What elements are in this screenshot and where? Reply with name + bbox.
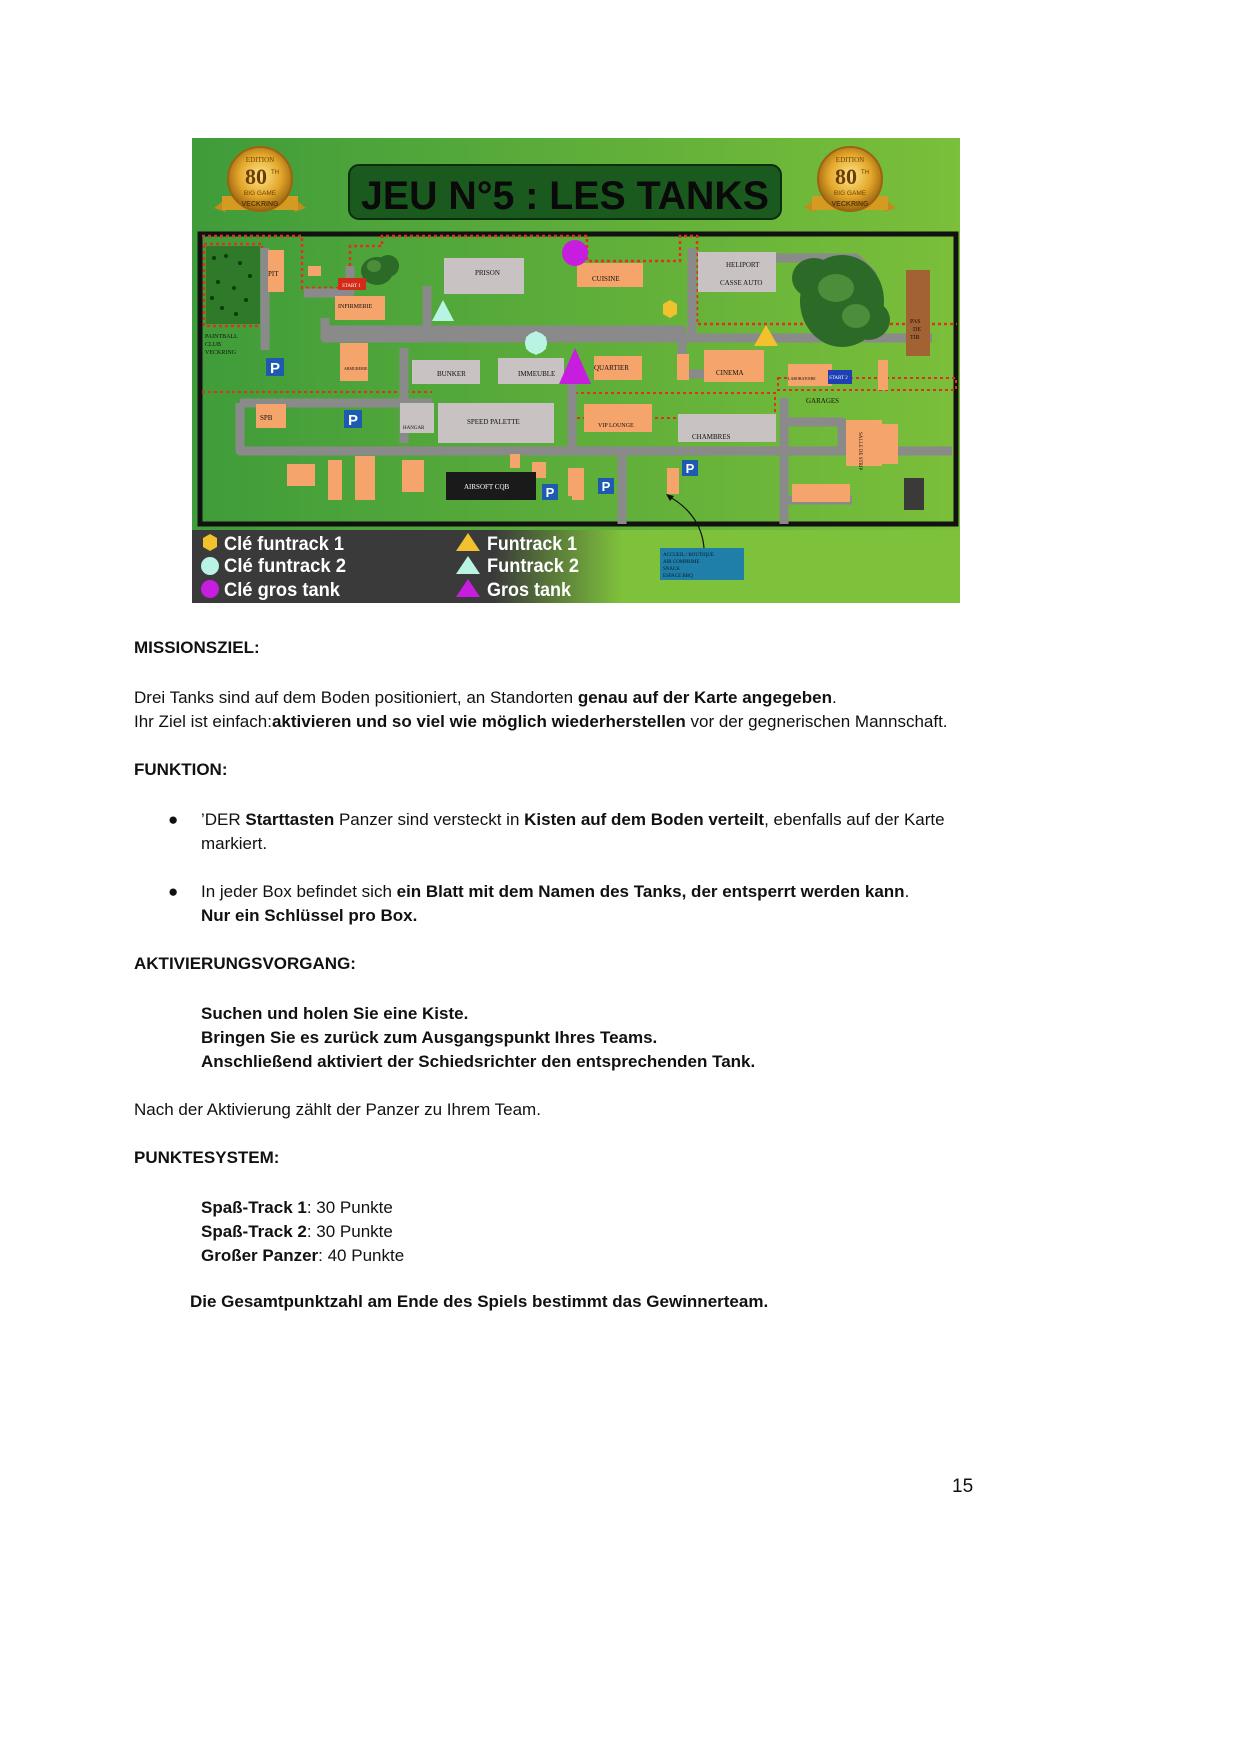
legend-key-gros-tank: Clé gros tank <box>224 580 340 601</box>
page-number: 15 <box>952 1476 974 1497</box>
legend-key-funtrack-1: Clé funtrack 1 <box>224 534 344 555</box>
svg-text:SPEED PALETTE: SPEED PALETTE <box>467 418 520 426</box>
svg-text:P: P <box>546 485 555 500</box>
svg-text:CASSE AUTO: CASSE AUTO <box>720 279 762 287</box>
svg-text:ARMURERIE: ARMURERIE <box>344 366 368 371</box>
svg-text:SPB: SPB <box>260 414 273 422</box>
edition-badge-right: EDITION 80 TH BIG GAME VECKRING <box>804 146 896 212</box>
svg-text:EDITION: EDITION <box>836 156 864 164</box>
funktion-bullet-2: ● In jeder Box befindet sich ein Blatt m… <box>168 882 910 925</box>
game-map: EDITION 80 TH BIG GAME VECKRING EDITION … <box>192 138 960 603</box>
aktivierung-note: Nach der Aktivierung zählt der Panzer zu… <box>134 1100 541 1119</box>
funtrack-1-marker <box>754 325 778 346</box>
svg-text:TH: TH <box>271 170 279 176</box>
gros-tank-marker <box>559 348 591 384</box>
svg-text:P: P <box>602 479 611 494</box>
legend-funtrack-2: Funtrack 2 <box>487 556 579 577</box>
document-body: MISSIONSZIEL: Drei Tanks sind auf dem Bo… <box>134 636 974 1338</box>
svg-text:PRISON: PRISON <box>475 269 500 277</box>
funktion-heading: FUNKTION: <box>134 760 228 779</box>
svg-text:LABORATOIRE: LABORATOIRE <box>788 376 816 381</box>
svg-text:VECKRING: VECKRING <box>832 201 870 208</box>
step: Anschließend aktiviert der Schiedsrichte… <box>201 1052 756 1071</box>
points-item: Großer Panzer: 40 Punkte <box>201 1246 405 1265</box>
svg-text:GARAGES: GARAGES <box>806 397 839 405</box>
gros-tank-key-marker <box>562 240 588 266</box>
svg-text:AIR COMPRIME: AIR COMPRIME <box>663 560 700 565</box>
missionsziel-heading: MISSIONSZIEL: <box>134 638 260 657</box>
svg-text:ESPACE BBQ: ESPACE BBQ <box>663 574 693 579</box>
svg-text:80: 80 <box>245 164 267 189</box>
points-item: Spaß-Track 1: 30 Punkte <box>201 1198 393 1217</box>
bullet-icon: ● <box>168 882 179 901</box>
map-title: JEU N°5 : LES TANKS <box>361 174 769 218</box>
punkte-list: Spaß-Track 1: 30 Punkte Spaß-Track 2: 30… <box>134 1196 974 1268</box>
svg-text:P: P <box>270 360 280 377</box>
svg-text:IMMEUBLE: IMMEUBLE <box>518 370 555 378</box>
svg-text:SNACK: SNACK <box>663 567 680 572</box>
svg-text:80: 80 <box>835 164 857 189</box>
svg-text:START 2: START 2 <box>829 376 848 381</box>
svg-text:BIG GAME: BIG GAME <box>244 190 277 197</box>
svg-text:TH: TH <box>861 170 869 176</box>
svg-text:HELIPORT: HELIPORT <box>726 261 760 269</box>
legend-key-funtrack-2: Clé funtrack 2 <box>224 556 346 577</box>
svg-text:SALLE DE STRIP: SALLE DE STRIP <box>857 432 862 471</box>
aktivierung-steps: Suchen und holen Sie eine Kiste. Bringen… <box>134 1002 974 1074</box>
points-item: Spaß-Track 2: 30 Punkte <box>201 1222 393 1241</box>
svg-text:P: P <box>686 461 695 476</box>
svg-text:BUNKER: BUNKER <box>437 370 466 378</box>
svg-text:INFIRMERIE: INFIRMERIE <box>338 304 373 310</box>
punkte-final: Die Gesamtpunktzahl am Ende des Spiels b… <box>190 1292 769 1311</box>
aktivierung-heading: AKTIVIERUNGSVORGANG: <box>134 954 356 973</box>
svg-text:ACCUEIL / BOUTIQUE: ACCUEIL / BOUTIQUE <box>663 553 714 558</box>
legend-gros-tank: Gros tank <box>487 580 571 601</box>
legend-funtrack-1: Funtrack 1 <box>487 534 577 555</box>
punkte-heading: PUNKTESYSTEM: <box>134 1148 280 1167</box>
svg-text:CINEMA: CINEMA <box>716 369 744 377</box>
edition-badge-left: EDITION 80 TH BIG GAME VECKRING <box>214 146 306 212</box>
svg-text:P: P <box>348 412 358 429</box>
step: Bringen Sie es zurück zum Ausgangspunkt … <box>201 1028 658 1047</box>
missionsziel-paragraph: Drei Tanks sind auf dem Boden positionie… <box>134 688 948 731</box>
svg-text:VECKRING: VECKRING <box>242 201 280 208</box>
svg-text:PIT: PIT <box>268 270 279 278</box>
funtrack-2-marker <box>432 300 454 321</box>
svg-text:BIG GAME: BIG GAME <box>834 190 867 197</box>
svg-text:CUISINE: CUISINE <box>592 275 620 283</box>
svg-text:CHAMBRES: CHAMBRES <box>692 433 731 441</box>
svg-text:VIP LOUNGE: VIP LOUNGE <box>598 423 634 429</box>
step: Suchen und holen Sie eine Kiste. <box>201 1004 469 1023</box>
funktion-bullet-1: ● ’DER Starttasten Panzer sind versteckt… <box>168 810 945 853</box>
svg-text:START 1: START 1 <box>342 284 361 289</box>
funtrack-1-key-marker <box>663 300 677 318</box>
svg-text:QUARTIER: QUARTIER <box>594 364 629 372</box>
svg-text:AIRSOFT CQB: AIRSOFT CQB <box>464 483 510 491</box>
bullet-icon: ● <box>168 810 179 829</box>
svg-text:HANGAR: HANGAR <box>403 426 425 431</box>
svg-text:EDITION: EDITION <box>246 156 274 164</box>
